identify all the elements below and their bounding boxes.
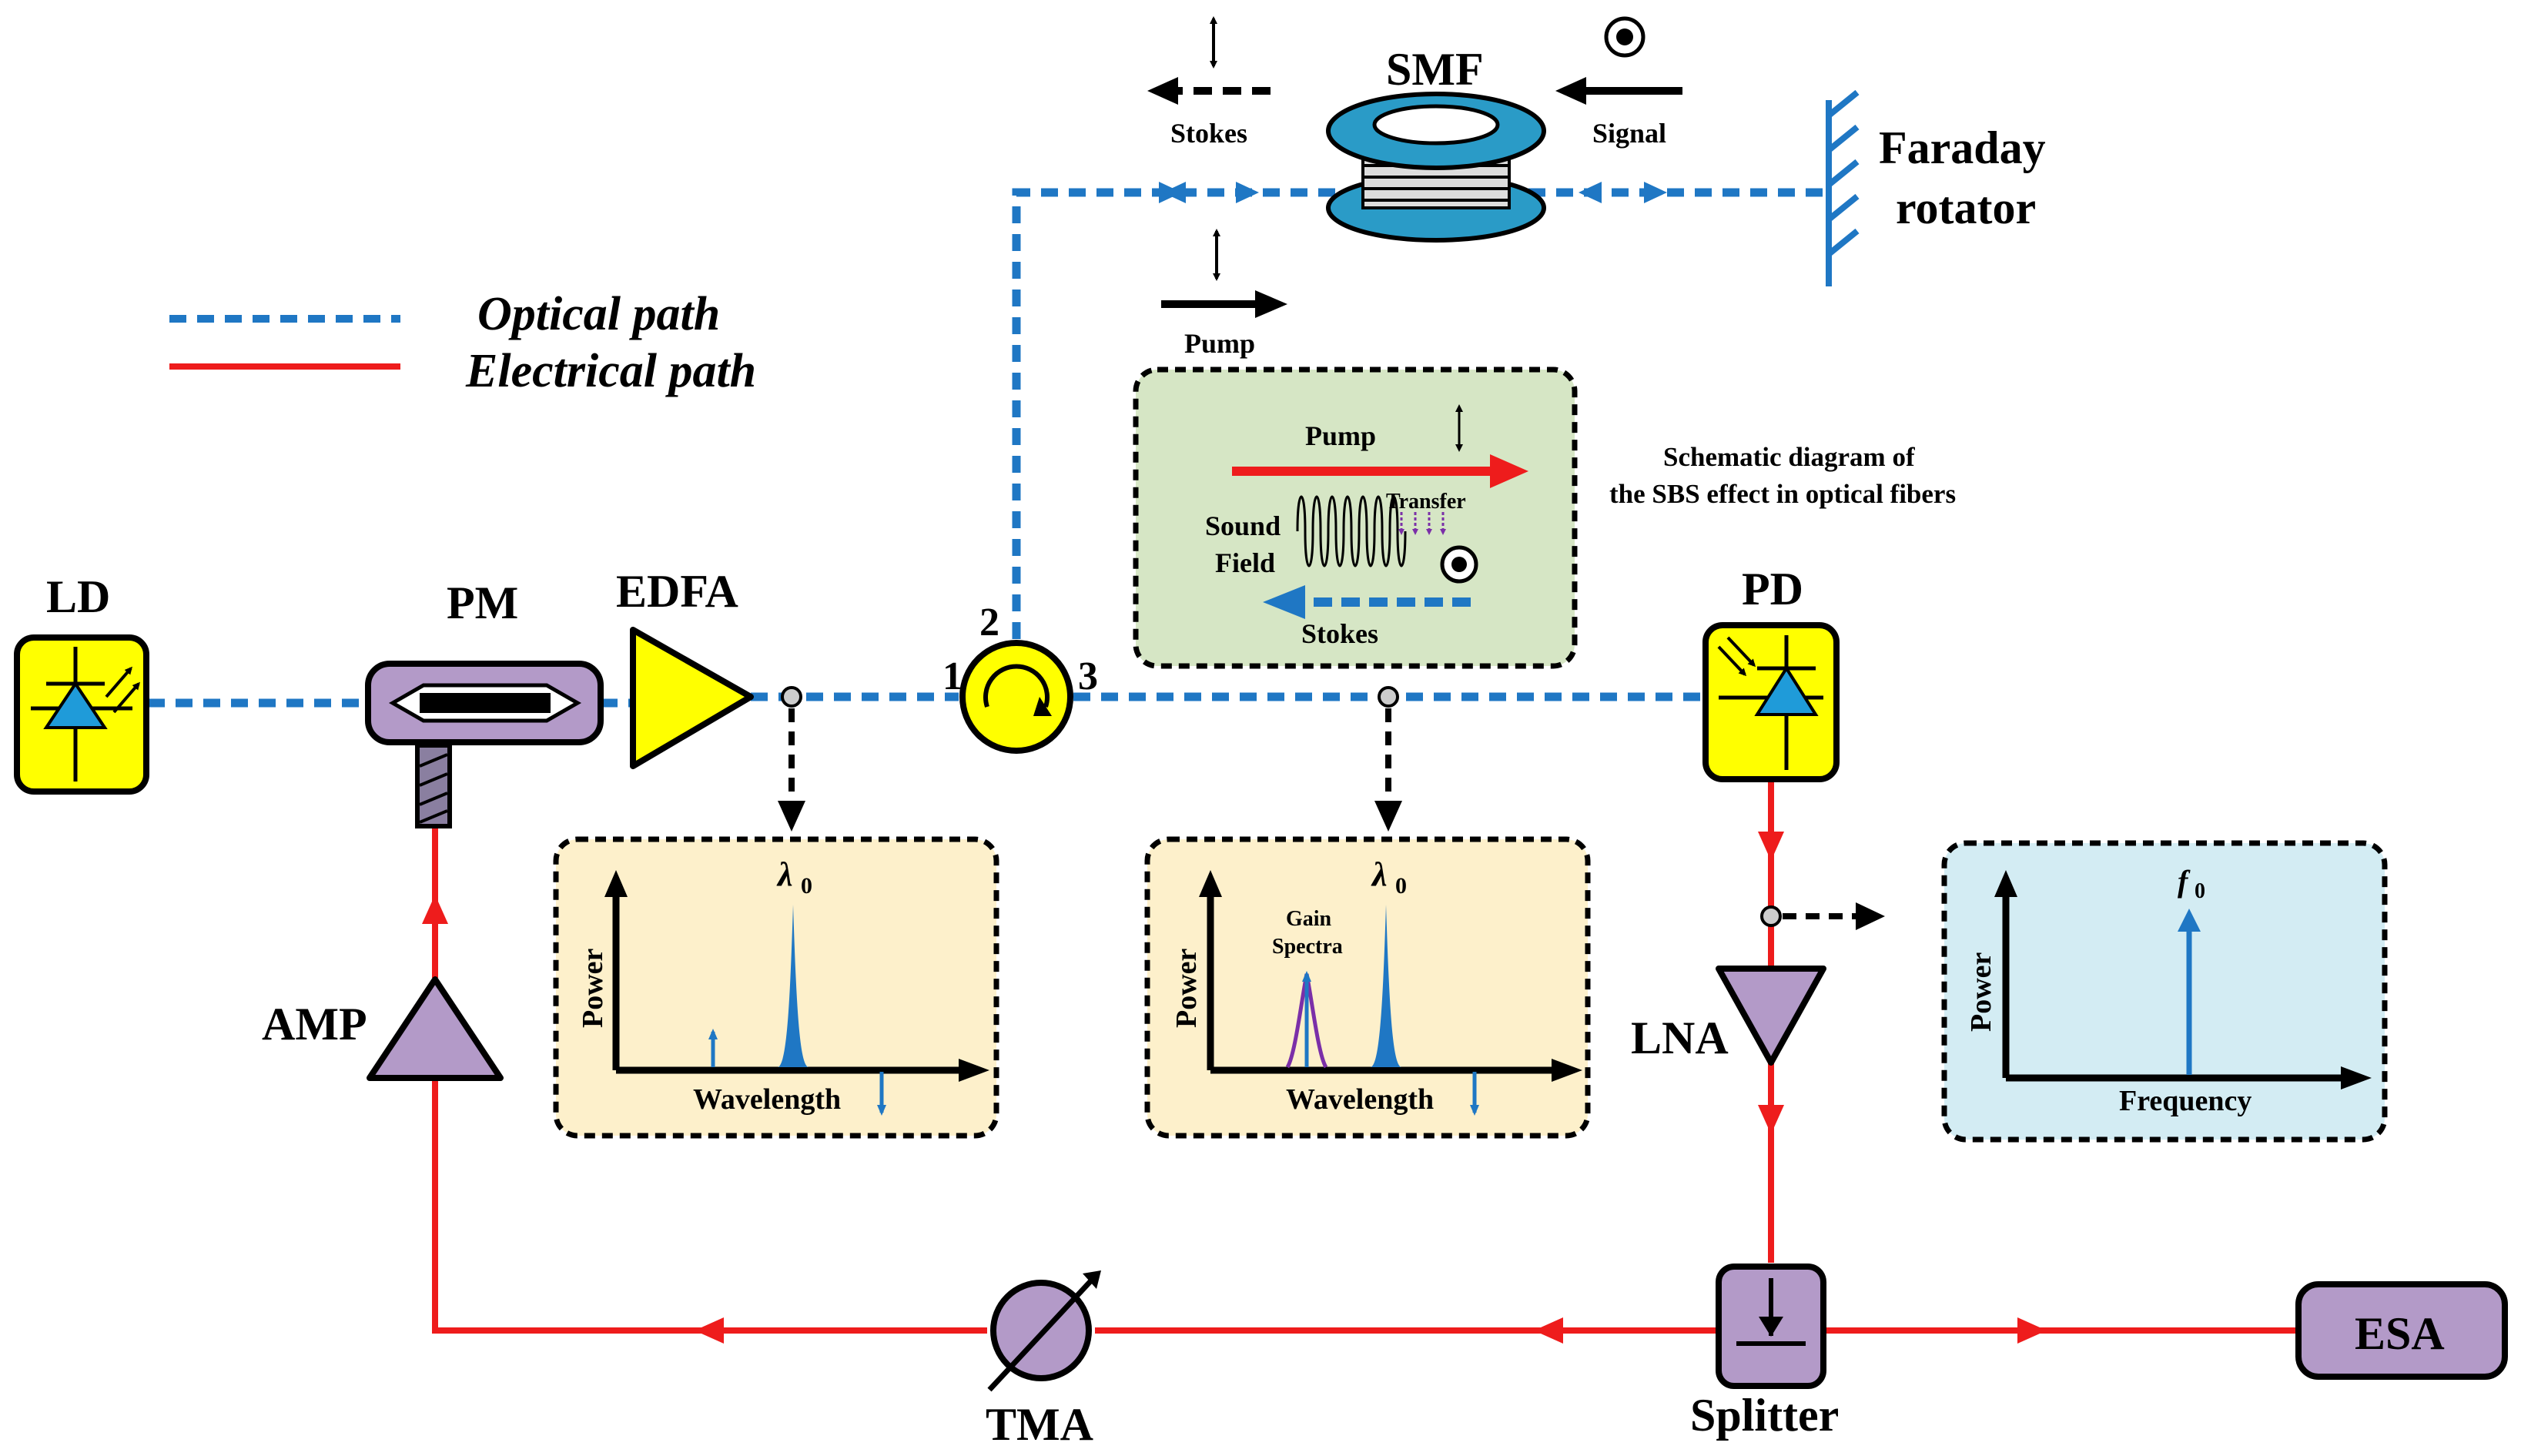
optical-circulator-smf bbox=[1012, 188, 1344, 639]
gain-spectrum-xlabel: Wavelength bbox=[1286, 1083, 1434, 1116]
circulator-port-3: 3 bbox=[1078, 654, 1098, 698]
smf-label: SMF bbox=[1386, 44, 1484, 95]
spectrum-panel-gain bbox=[1144, 836, 1591, 1139]
rf-spectrum-ylabel: Power bbox=[1965, 952, 1997, 1032]
pump-arrow bbox=[1161, 229, 1287, 318]
electrical-tma-amp bbox=[432, 1078, 987, 1334]
caption-line1: Schematic diagram of bbox=[1663, 442, 1915, 472]
sbs-schematic-box bbox=[1133, 367, 1578, 669]
stokes-arrow bbox=[1147, 16, 1271, 105]
tap-rf bbox=[1760, 902, 1885, 930]
sbs-pump-label: Pump bbox=[1305, 420, 1376, 451]
lna-amplifier bbox=[1716, 966, 1826, 1066]
gain-spectrum-gain-label: Gain bbox=[1286, 907, 1332, 931]
edfa-spectrum-ylabel: Power bbox=[577, 948, 609, 1028]
signal-label: Signal bbox=[1592, 118, 1666, 149]
optical-circulator bbox=[959, 640, 1073, 754]
esa-analyzer bbox=[2295, 1281, 2508, 1380]
edfa-spectrum-peak-sub: 0 bbox=[801, 873, 812, 899]
legend-optical-label: Optical path bbox=[477, 288, 720, 340]
tap-circulator bbox=[1374, 686, 1402, 832]
smf-spool bbox=[1326, 92, 1546, 243]
electrical-paths bbox=[432, 778, 2298, 1334]
faraday-mirror bbox=[1826, 89, 1860, 286]
tunable-microwave-attenuator bbox=[987, 1270, 1101, 1392]
amp-label: AMP bbox=[262, 999, 367, 1049]
electrical-arrowheads bbox=[422, 832, 2047, 1344]
edfa-label: EDFA bbox=[616, 566, 738, 617]
pump-label: Pump bbox=[1184, 328, 1255, 359]
rf-spectrum-peak-sub: 0 bbox=[2195, 879, 2205, 903]
laser-diode bbox=[14, 634, 149, 795]
tma-label: TMA bbox=[986, 1399, 1093, 1450]
tap-edfa bbox=[778, 686, 805, 832]
rf-spectrum-xlabel: Frequency bbox=[2119, 1085, 2251, 1117]
circulator-port-1: 1 bbox=[942, 654, 963, 698]
esa-label: ESA bbox=[2355, 1308, 2445, 1359]
faraday-label-line1: Faraday bbox=[1879, 122, 2046, 173]
sbs-transfer-label: Transfer bbox=[1386, 490, 1466, 514]
signal-arrow bbox=[1555, 16, 1682, 105]
rf-splitter bbox=[1716, 1264, 1826, 1389]
sbs-sound-label: Sound bbox=[1205, 510, 1281, 541]
faraday-label-line2: rotator bbox=[1896, 182, 2036, 233]
rf-spectrum-peak-label: f bbox=[2178, 864, 2191, 899]
edfa-spectrum-peak-label: λ bbox=[776, 855, 793, 893]
gain-spectrum-peak-label: λ bbox=[1371, 855, 1388, 893]
pd-label: PD bbox=[1742, 564, 1803, 614]
splitter-label: Splitter bbox=[1690, 1390, 1839, 1441]
circulator-port-2: 2 bbox=[979, 601, 999, 644]
spectrum-panel-edfa bbox=[553, 836, 999, 1139]
gain-spectrum-spectra-label: Spectra bbox=[1272, 935, 1343, 959]
gain-spectrum-peak-sub: 0 bbox=[1395, 873, 1407, 899]
sbs-stokes-label: Stokes bbox=[1301, 618, 1378, 649]
edfa-amplifier bbox=[630, 627, 754, 769]
phase-modulator bbox=[365, 661, 604, 828]
amp-amplifier bbox=[367, 976, 504, 1081]
lna-label: LNA bbox=[1631, 1013, 1729, 1063]
gain-spectrum-ylabel: Power bbox=[1170, 948, 1203, 1028]
photodetector bbox=[1702, 622, 1840, 782]
legend: Optical path Electrical path bbox=[169, 288, 756, 397]
spectrum-panel-rf bbox=[1941, 840, 2388, 1143]
caption-line2: the SBS effect in optical fibers bbox=[1609, 479, 1956, 509]
legend-electrical-label: Electrical path bbox=[465, 345, 756, 397]
ld-label: LD bbox=[46, 571, 110, 622]
fiber-bidirectional-arrows bbox=[1159, 182, 1667, 203]
pm-label: PM bbox=[447, 577, 518, 628]
stokes-label: Stokes bbox=[1170, 118, 1247, 149]
edfa-spectrum-xlabel: Wavelength bbox=[693, 1083, 841, 1116]
sbs-field-label: Field bbox=[1215, 547, 1275, 578]
